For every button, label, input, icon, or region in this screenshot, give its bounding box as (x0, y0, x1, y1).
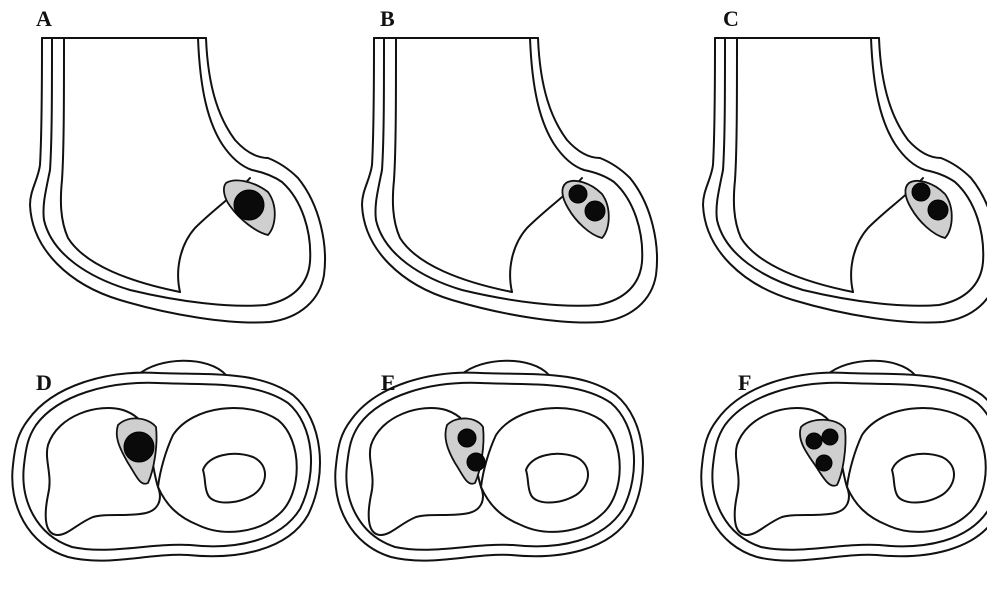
panel-f-graft-1 (806, 433, 822, 449)
panel-a-femur (30, 38, 325, 323)
panel-label-b: B (380, 8, 395, 30)
panel-e-graft-2 (467, 453, 485, 471)
panel-label-d: D (36, 372, 52, 394)
panel-f-graft-2 (822, 429, 838, 445)
panel-c-femur (703, 38, 987, 323)
panel-label-f: F (738, 372, 751, 394)
panel-c-graft-1 (912, 183, 930, 201)
panel-e-graft-1 (458, 429, 476, 447)
panel-label-c: C (723, 8, 739, 30)
panel-label-e: E (381, 372, 396, 394)
panel-b-femur (362, 38, 657, 323)
panel-label-a: A (36, 8, 52, 30)
panel-b-graft-2 (585, 201, 605, 221)
panel-b-graft-1 (569, 185, 587, 203)
panel-f-graft-3 (816, 455, 832, 471)
panel-d-tibia (12, 361, 320, 561)
panel-d-graft-1 (124, 432, 154, 462)
panel-c-graft-2 (928, 200, 948, 220)
panel-a-graft-1 (234, 190, 264, 220)
